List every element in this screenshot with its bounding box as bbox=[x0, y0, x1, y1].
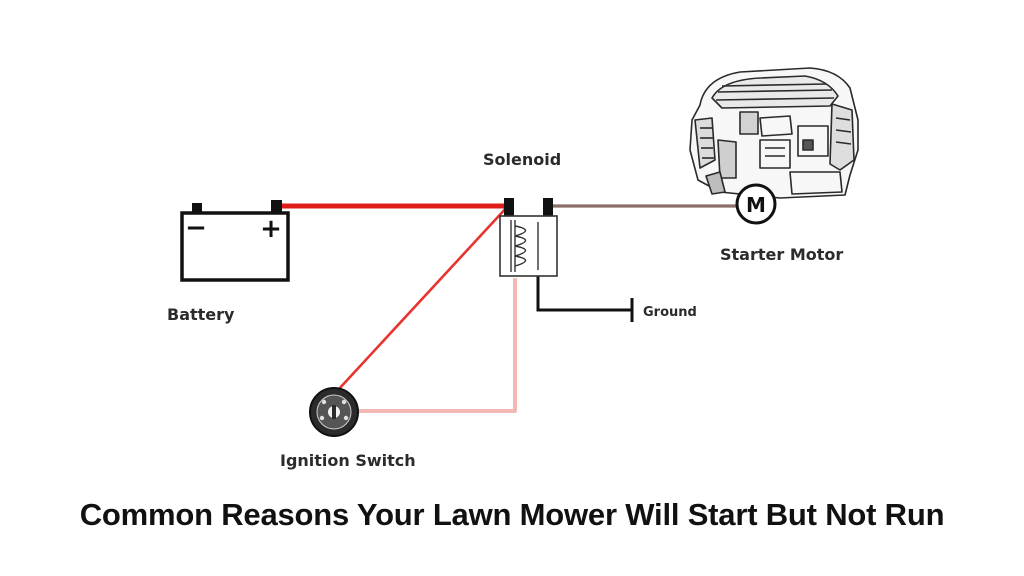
engine-icon bbox=[689, 67, 859, 199]
battery-icon: − + bbox=[180, 200, 290, 282]
battery-positive-label: + bbox=[260, 214, 282, 244]
ignition-to-solenoid-trigger-wire bbox=[357, 278, 517, 413]
ignition-to-solenoid-wire bbox=[336, 204, 510, 392]
ground-label: Ground bbox=[643, 305, 697, 320]
battery-negative-label: − bbox=[185, 213, 207, 243]
ground-wire bbox=[536, 276, 632, 312]
starter-motor-label: Starter Motor bbox=[720, 245, 844, 264]
solenoid-label: Solenoid bbox=[483, 150, 562, 169]
ignition-switch-label: Ignition Switch bbox=[280, 451, 416, 470]
page-caption: Common Reasons Your Lawn Mower Will Star… bbox=[79, 497, 945, 532]
wires bbox=[277, 203, 736, 413]
motor-symbol-label: M bbox=[746, 193, 766, 217]
starter-motor-icon: M bbox=[735, 183, 777, 225]
battery-label: Battery bbox=[167, 305, 235, 324]
solenoid-icon bbox=[499, 198, 558, 277]
ignition-switch-icon bbox=[309, 387, 359, 437]
